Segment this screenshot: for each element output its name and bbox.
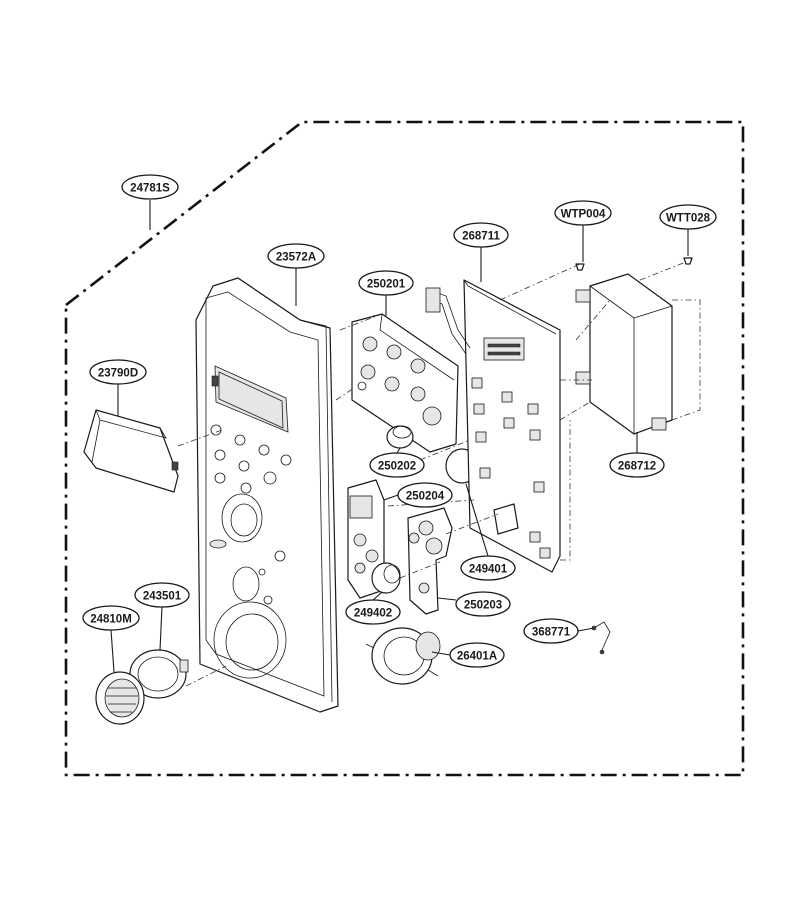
part-button-holder-upper <box>351 313 459 453</box>
part-speaker-grille <box>95 671 145 725</box>
label-249401: 249401 <box>469 564 508 576</box>
leader-23572A: 23572A <box>267 243 325 306</box>
label-249402: 249402 <box>354 608 392 620</box>
label-250201: 250201 <box>367 279 406 291</box>
label-268711: 268711 <box>462 231 500 243</box>
label-250202: 250202 <box>378 461 416 473</box>
leader-26401A: 26401A <box>431 642 505 668</box>
leader-249402: 249402 <box>345 591 401 625</box>
leader-24781S: 24781S <box>121 174 179 230</box>
label-24810M: 24810M <box>90 614 132 626</box>
leader-249401: 249401 <box>460 483 516 581</box>
leader-250203: 250203 <box>437 591 511 617</box>
leader-250201: 250201 <box>358 270 414 316</box>
leader-WTT028: WTT028 <box>659 204 717 256</box>
leader-368771: 368771 <box>523 618 595 644</box>
part-control-panel-frame <box>195 277 339 713</box>
label-23572A: 23572A <box>276 252 316 264</box>
assembly-boundary-frame <box>64 120 745 777</box>
leader-250202: 250202 <box>369 447 425 478</box>
part-screw-wtp004 <box>575 263 585 271</box>
label-268712: 268712 <box>618 461 656 473</box>
label-WTP004: WTP004 <box>561 209 606 221</box>
leader-WTP004: WTP004 <box>554 200 612 262</box>
label-250203: 250203 <box>464 600 502 612</box>
part-knob-250202 <box>386 425 414 449</box>
label-24781S: 24781S <box>130 183 170 195</box>
leader-268712: 268712 <box>609 432 665 478</box>
part-wire <box>591 621 611 655</box>
part-display-lens <box>83 409 179 493</box>
part-speaker <box>365 627 441 685</box>
part-screw-wtt028 <box>683 257 693 265</box>
label-WTT028: WTT028 <box>666 213 711 225</box>
leader-243501: 243501 <box>134 582 190 651</box>
label-368771: 368771 <box>532 627 571 639</box>
label-26401A: 26401A <box>457 651 497 663</box>
part-main-pcb <box>425 279 561 573</box>
leader-268711: 268711 <box>453 222 509 282</box>
leader-24810M: 24810M <box>82 605 140 673</box>
part-module-box <box>575 273 673 435</box>
label-250204: 250204 <box>406 491 445 503</box>
leader-250204: 250204 <box>383 482 453 508</box>
part-button-holder-250203 <box>407 507 453 615</box>
label-23790D: 23790D <box>98 368 138 380</box>
leader-23790D: 23790D <box>89 359 147 416</box>
assembly-guide-lines <box>177 261 701 687</box>
label-243501: 243501 <box>143 591 182 603</box>
part-knob-249402 <box>371 562 401 594</box>
